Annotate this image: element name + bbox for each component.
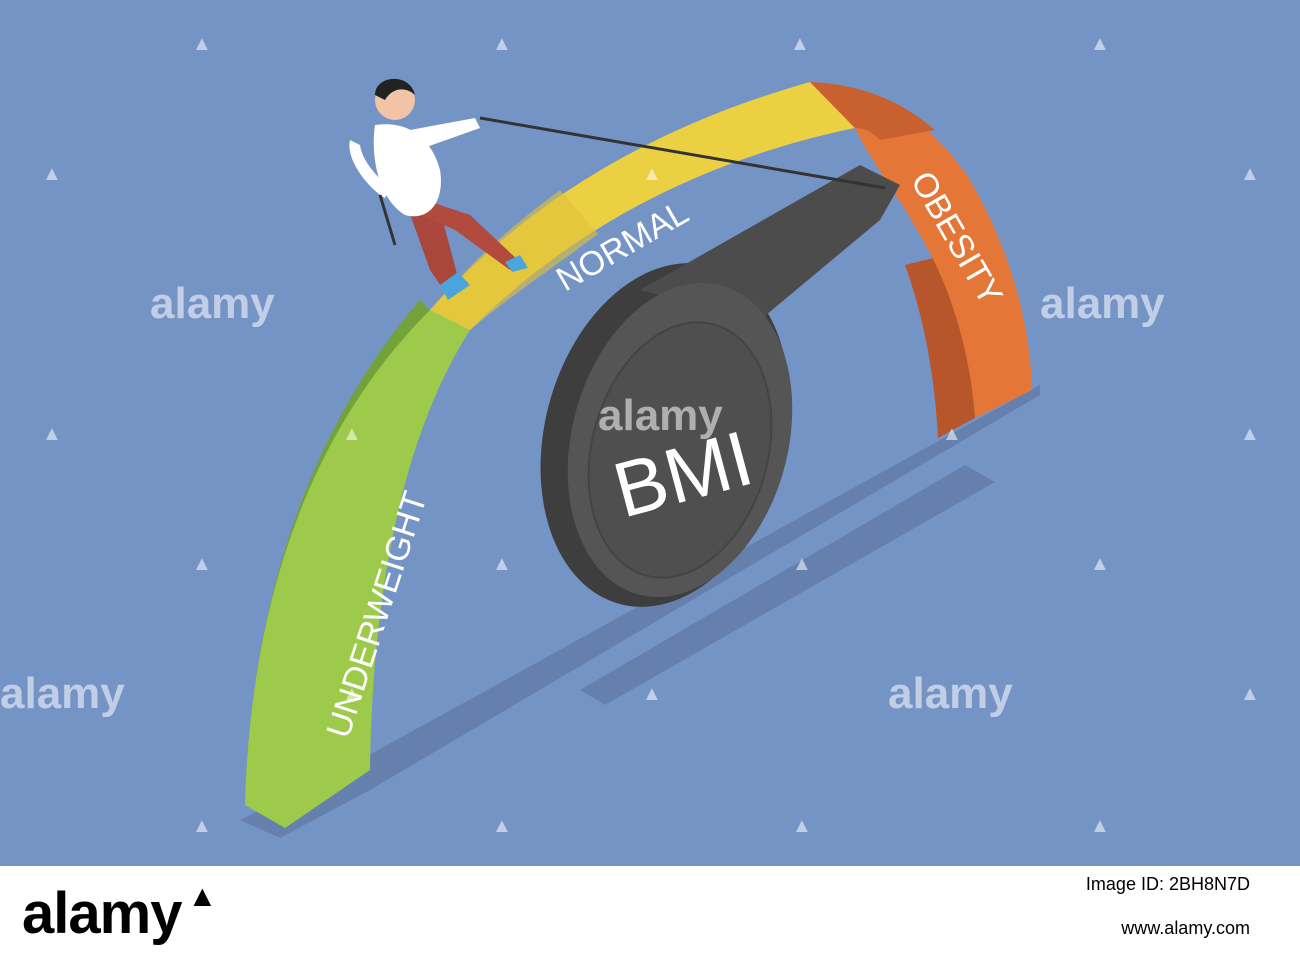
needle <box>640 165 900 320</box>
man-figure <box>349 78 528 300</box>
svg-text:▲: ▲ <box>1090 815 1110 837</box>
gauge-shadow <box>240 385 1040 838</box>
svg-text:▲: ▲ <box>342 683 362 705</box>
logo-triangle-icon: ▲ <box>187 880 217 913</box>
dial-shadow <box>580 465 995 705</box>
svg-text:▲: ▲ <box>342 423 362 445</box>
watermark-text: alamy <box>598 391 723 440</box>
svg-text:▲: ▲ <box>642 683 662 705</box>
svg-text:▲: ▲ <box>1090 553 1110 575</box>
svg-text:▲: ▲ <box>1240 683 1260 705</box>
svg-text:▲: ▲ <box>192 815 212 837</box>
rope <box>479 116 886 190</box>
watermark-text: alamy <box>888 669 1013 718</box>
svg-text:▲: ▲ <box>642 163 662 185</box>
svg-text:▲: ▲ <box>492 815 512 837</box>
svg-text:▲: ▲ <box>1240 163 1260 185</box>
bmi-illustration: BMI UNDERWEIGHT NORMAL OBESITY alamy ala… <box>0 33 1260 838</box>
watermark: alamy alamy alamy alamy alamy <box>0 279 1165 718</box>
dial-inner <box>587 321 773 579</box>
svg-text:▲: ▲ <box>792 553 812 575</box>
watermark-marks: ▲ ▲ ▲ ▲ ▲ ▲ ▲ ▲ ▲ ▲ ▲ ▲ ▲ ▲ ▲ ▲ ▲ ▲ ▲ ▲ ▲ ▲ <box>42 33 1260 837</box>
segment-underweight <box>245 310 470 828</box>
svg-text:▲: ▲ <box>192 33 212 55</box>
svg-text:▲: ▲ <box>790 33 810 55</box>
svg-text:▲: ▲ <box>42 163 62 185</box>
watermark-text: alamy <box>1040 279 1165 328</box>
footer-url[interactable]: www.alamy.com <box>1121 918 1250 938</box>
image-id: Image ID: 2BH8N7D <box>1085 874 1250 894</box>
svg-text:▲: ▲ <box>942 423 962 445</box>
footer-bar: alamy▲ Image ID: 2BH8N7D www.alamy.com <box>0 866 1300 956</box>
svg-text:▲: ▲ <box>792 815 812 837</box>
watermark-text: alamy <box>0 669 125 718</box>
segment-obesity <box>810 82 1032 418</box>
svg-text:▲: ▲ <box>492 553 512 575</box>
segment-obesity-top <box>810 82 935 140</box>
footer-logo[interactable]: alamy▲ <box>22 880 217 947</box>
svg-text:▲: ▲ <box>1090 33 1110 55</box>
watermark-text: alamy <box>150 279 275 328</box>
svg-text:▲: ▲ <box>492 33 512 55</box>
svg-text:▲: ▲ <box>1240 423 1260 445</box>
svg-text:▲: ▲ <box>192 553 212 575</box>
svg-text:▲: ▲ <box>42 423 62 445</box>
footer-logo-text: alamy <box>22 881 182 946</box>
